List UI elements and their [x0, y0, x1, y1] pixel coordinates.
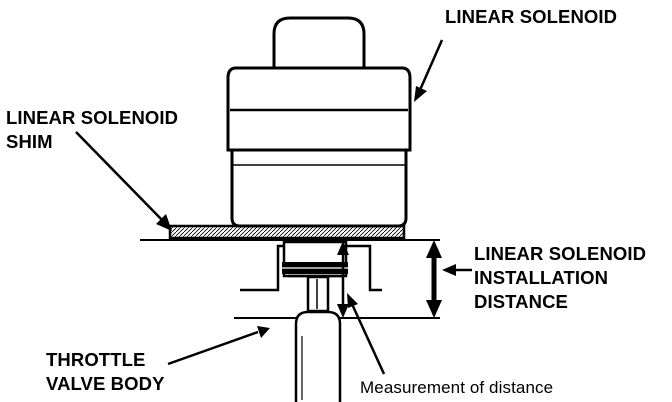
leader-throttle-valve-body [167, 330, 259, 366]
label-installation-line-2: INSTALLATION [474, 267, 609, 288]
label-throttle-line-1: THROTTLE [46, 349, 146, 370]
throttle-valve-part [294, 310, 342, 402]
label-linear-solenoid: LINEAR SOLENOID [445, 6, 618, 27]
label-installation-line-3: DISTANCE [474, 291, 568, 312]
leader-linear-solenoid [418, 39, 444, 91]
solenoid-shim [168, 224, 406, 240]
valve-stem [306, 275, 330, 313]
label-shim-line-2: SHIM [6, 131, 53, 152]
label-shim-line-1: LINEAR SOLENOID [6, 107, 179, 128]
label-throttle-line-2: VALVE BODY [46, 373, 165, 394]
label-installation-line-1: LINEAR SOLENOID [474, 243, 647, 264]
solenoid-lower-body [230, 148, 408, 228]
label-measurement: Measurement of distance [360, 378, 554, 397]
leader-shim [75, 131, 165, 223]
solenoid-cap [272, 16, 366, 68]
leader-measurement [350, 303, 386, 375]
